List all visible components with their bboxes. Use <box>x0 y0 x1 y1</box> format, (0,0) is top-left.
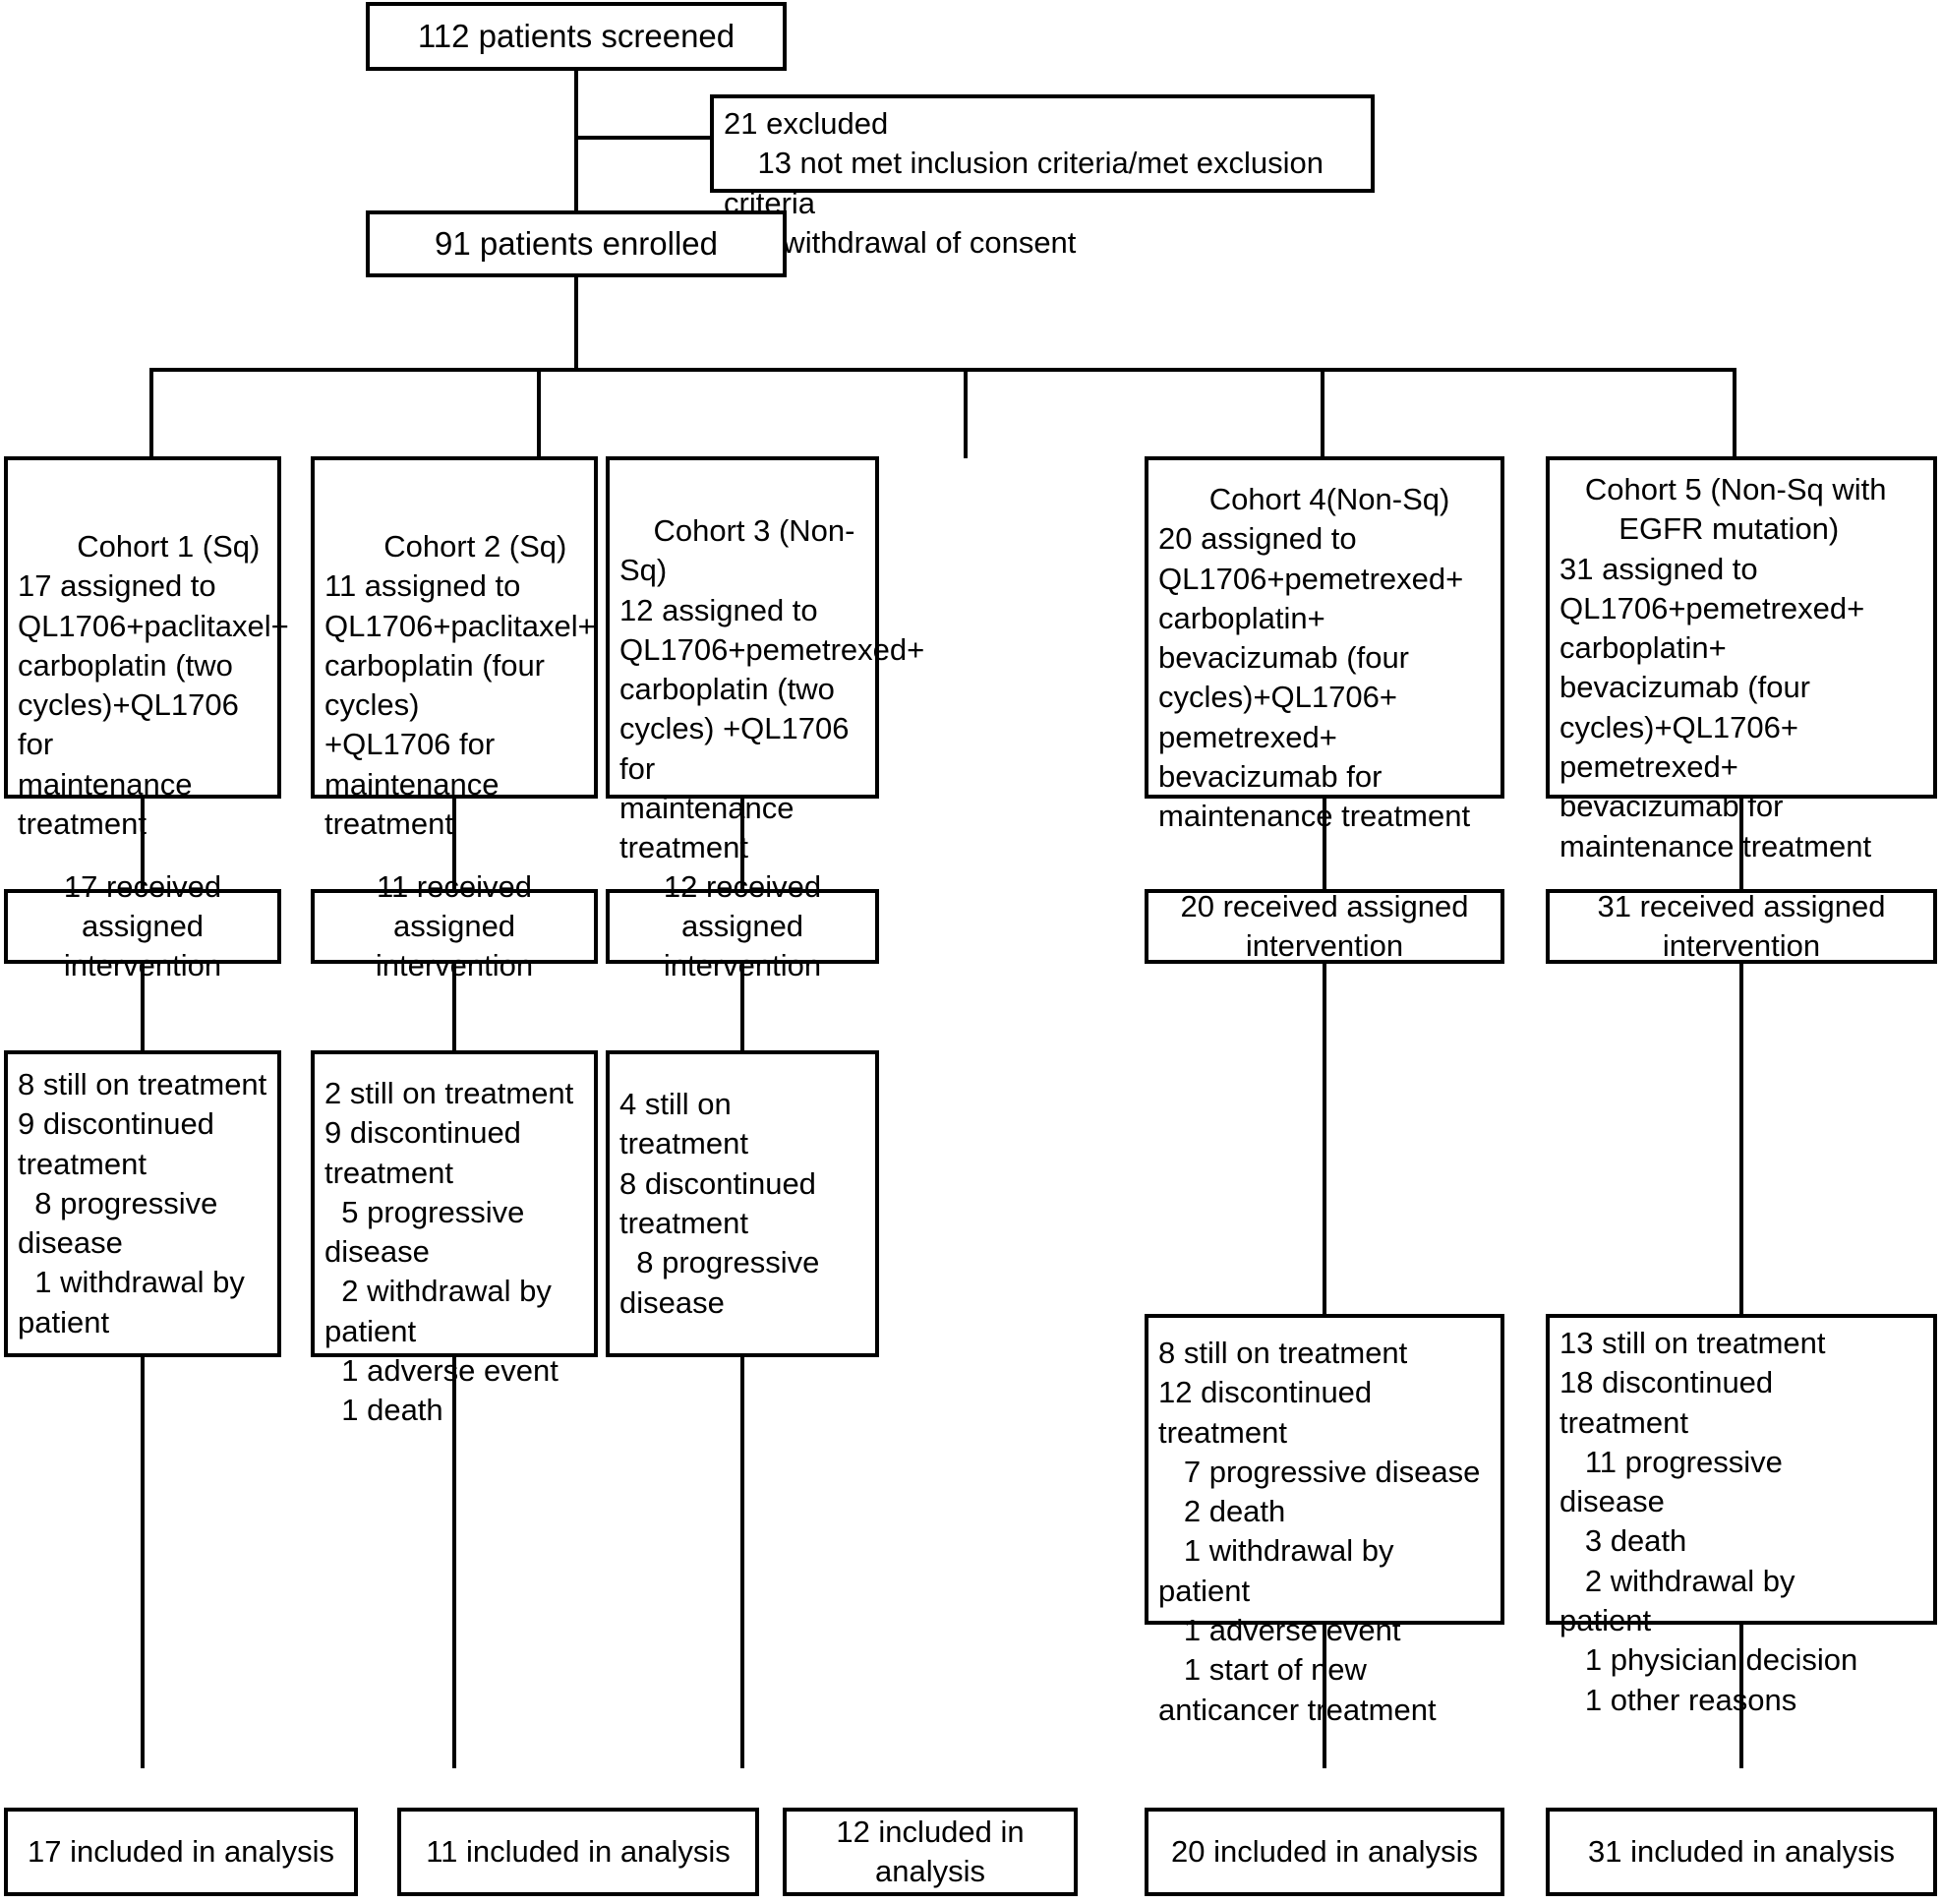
connector-cohort-4-outcomes-to-analysis <box>1323 1623 1326 1768</box>
connector-bus-to-cohort-2 <box>537 368 541 458</box>
connector-screened-down <box>574 71 578 212</box>
box-cohort-1-received: 17 received assigned intervention <box>4 869 281 982</box>
box-excluded: 21 excluded 13 not met inclusion criteri… <box>710 94 1375 260</box>
box-cohort-3-analysis: 12 included in analysis <box>783 1808 1078 1896</box>
connector-enrolled-down <box>574 277 578 370</box>
connector-bus-to-cohort-3 <box>964 368 968 458</box>
box-cohort-1-assignment: Cohort 1 (Sq) 17 assigned to QL1706+pacl… <box>4 456 289 841</box>
box-cohort-5-assignment: Cohort 5 (Non-Sq with EGFR mutation) 31 … <box>1546 456 1937 863</box>
box-cohort-4-outcomes: 8 still on treatment 12 discontinued tre… <box>1145 1314 1504 1727</box>
connector-cohort-3-assignment-to-received <box>740 797 744 891</box>
box-cohort-1-outcomes: 8 still on treatment 9 discontinued trea… <box>4 1050 281 1357</box>
box-screened: 112 patients screened <box>366 2 787 71</box>
connector-cohort-3-received-to-outcomes <box>740 962 744 1052</box>
connector-bus-to-cohort-1 <box>149 368 153 458</box>
connector-cohort-4-assignment-to-received <box>1323 797 1326 891</box>
connector-cohort-5-received-to-outcomes-ext <box>1739 962 1743 1316</box>
connector-bus-to-cohort-5 <box>1733 368 1736 458</box>
connector-cohort-2-received-to-outcomes <box>452 962 456 1052</box>
box-cohort-2-analysis: 11 included in analysis <box>397 1808 759 1896</box>
connector-cohort-4-received-to-outcomes-ext <box>1323 962 1326 1316</box>
connector-cohort-1-received-to-outcomes <box>141 962 145 1052</box>
connector-cohort-2-assignment-to-received <box>452 797 456 891</box>
box-enrolled: 91 patients enrolled <box>366 210 787 277</box>
box-cohort-1-analysis: 17 included in analysis <box>4 1808 358 1896</box>
connector-cohort-3-outcomes-to-analysis <box>740 1355 744 1768</box>
box-cohort-4-analysis: 20 included in analysis <box>1145 1808 1504 1896</box>
box-cohort-4-received: 20 received assigned intervention <box>1145 889 1504 964</box>
box-cohort-5-analysis: 31 included in analysis <box>1546 1808 1937 1896</box>
connector-distribution-bus <box>151 368 1736 372</box>
connector-cohort-2-outcomes-to-analysis <box>452 1355 456 1768</box>
box-cohort-2-outcomes: 2 still on treatment 9 discontinued trea… <box>311 1050 598 1427</box>
box-cohort-5-received: 31 received assigned intervention <box>1546 889 1937 964</box>
connector-cohort-5-outcomes-to-analysis <box>1739 1623 1743 1768</box>
connector-screened-to-excluded <box>574 136 712 140</box>
connector-cohort-1-outcomes-to-analysis <box>141 1355 145 1768</box>
box-cohort-3-outcomes: 4 still on treatment 8 discontinued trea… <box>606 1050 879 1357</box>
connector-bus-to-cohort-4 <box>1321 368 1324 458</box>
box-cohort-2-assignment: Cohort 2 (Sq) 11 assigned to QL1706+pacl… <box>311 456 598 841</box>
box-cohort-5-outcomes: 13 still on treatment 18 discontinued tr… <box>1546 1314 1937 1717</box>
box-cohort-3-assignment: Cohort 3 (Non-Sq) 12 assigned to QL1706+… <box>606 456 924 864</box>
box-cohort-4-assignment: Cohort 4(Non-Sq) 20 assigned to QL1706+p… <box>1145 456 1504 833</box>
box-cohort-2-received: 11 received assigned intervention <box>311 869 598 982</box>
box-cohort-3-received: 12 received assigned intervention <box>606 869 879 982</box>
connector-cohort-1-assignment-to-received <box>141 797 145 891</box>
connector-cohort-5-assignment-to-received <box>1739 797 1743 891</box>
